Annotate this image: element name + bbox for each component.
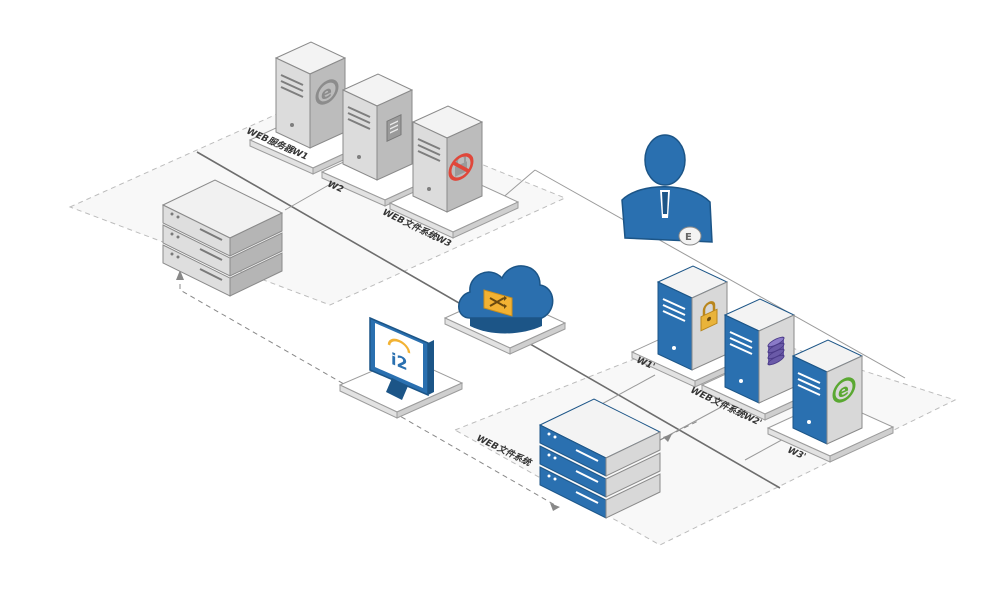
tower-server-w2-prime	[723, 298, 796, 404]
tower-server-w1: e	[274, 41, 347, 149]
forbidden-icon	[448, 153, 474, 181]
tower-server-w3	[411, 105, 484, 213]
vent-slots	[280, 74, 304, 98]
cloud-node	[458, 265, 554, 334]
lock-icon	[700, 301, 718, 332]
svg-text:e: e	[838, 379, 849, 403]
ie-icon: e	[832, 377, 856, 403]
user-icon: E	[621, 134, 713, 246]
database-icon	[767, 336, 785, 366]
monitor-node: i2	[369, 316, 434, 400]
tower-server-w2	[341, 73, 414, 181]
rack-server-gray	[161, 179, 284, 297]
document-icon	[386, 114, 402, 142]
tower-server-w1-prime	[656, 265, 729, 371]
flow-arrows	[176, 270, 672, 511]
ie-icon: e	[315, 79, 339, 105]
rack-server-blue	[538, 398, 662, 519]
shuffle-icon	[483, 289, 513, 317]
i2-logo-icon: i2	[387, 338, 411, 374]
user-badge-text: E	[685, 232, 692, 243]
svg-text:e: e	[321, 81, 332, 105]
tower-server-w3-prime: e	[791, 339, 864, 445]
monitor-logo-text: i2	[391, 349, 408, 374]
